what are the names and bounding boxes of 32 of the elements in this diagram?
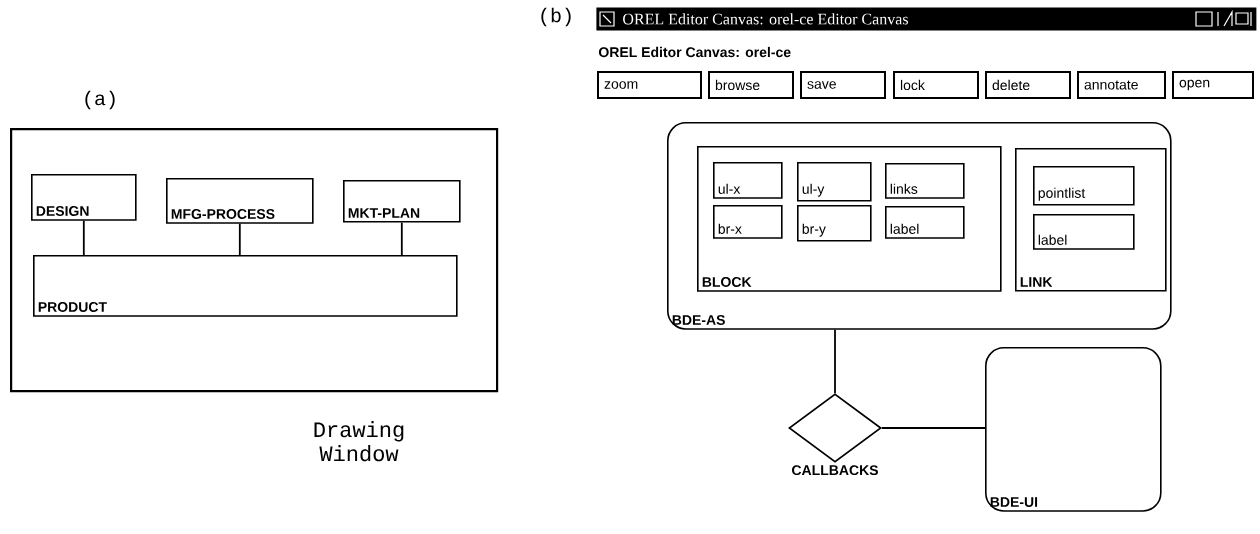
button: zoom — [597, 71, 702, 99]
panel-label: OREL Editor Canvas: orel-ce — [598, 46, 791, 58]
connector-line — [238, 222, 241, 256]
connector-line — [82, 219, 85, 256]
connector-line — [834, 328, 836, 395]
entity-box: br-y — [797, 205, 872, 242]
entity-box: ul-y — [797, 162, 872, 202]
connector-line — [880, 427, 986, 429]
entity-box: links — [885, 163, 965, 199]
button: save — [800, 71, 886, 99]
panel-label: (b) — [541, 7, 571, 27]
button: delete — [985, 71, 1071, 99]
entity-box: ul-x — [713, 162, 783, 199]
node-label: Drawing Window — [314, 421, 404, 462]
panel-label: (a) — [85, 90, 115, 110]
button: annotate — [1077, 71, 1166, 99]
entity-box: br-x — [713, 205, 783, 239]
entity-box: DESIGN — [31, 174, 137, 221]
rounded-box: BDE-UI — [985, 347, 1162, 512]
connector-line — [400, 221, 403, 256]
drawing-window-frame — [10, 128, 499, 393]
entity-box: PRODUCT — [33, 255, 458, 317]
button: lock — [893, 71, 979, 99]
title-bar: OREL Editor Canvas: orel-ce Editor Canvas — [596, 7, 1257, 31]
entity-box: MKT-PLAN — [343, 180, 461, 223]
entity-box: MFG-PROCESS — [166, 178, 314, 224]
button: open — [1172, 71, 1254, 99]
node-label: CALLBACKS — [792, 465, 878, 476]
entity-box: pointlist — [1033, 166, 1135, 206]
entity-box: label — [885, 206, 965, 239]
entity-box: label — [1033, 214, 1135, 250]
button: browse — [708, 71, 794, 99]
